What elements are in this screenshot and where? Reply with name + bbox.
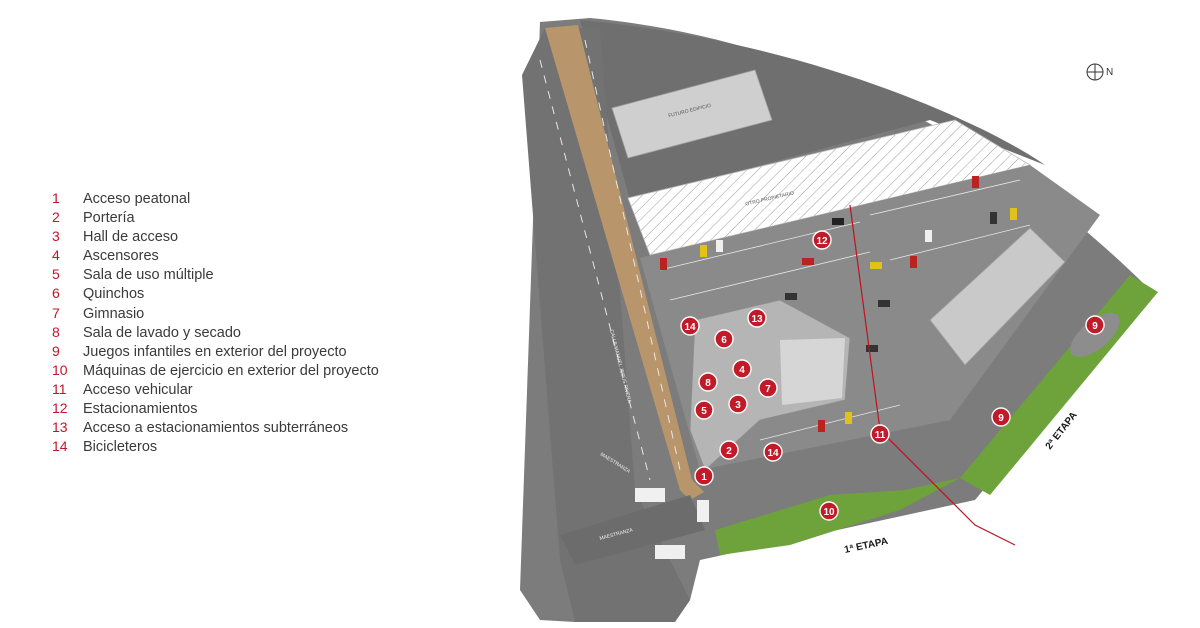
legend-item: 4 Ascensores xyxy=(52,247,379,266)
marker-8: 8 xyxy=(698,372,718,392)
legend: 1 Acceso peatonal 2 Portería 3 Hall de acceso… xyxy=(52,190,379,457)
legend-number: 11 xyxy=(52,380,67,397)
legend-item: 7 Gimnasio xyxy=(52,305,379,324)
marker-14: 14 xyxy=(763,442,783,462)
svg-text:13: 13 xyxy=(751,314,763,325)
legend-number: 7 xyxy=(52,304,60,321)
compass-icon xyxy=(1086,63,1104,81)
marker-2: 2 xyxy=(719,440,739,460)
svg-text:2: 2 xyxy=(726,446,732,457)
marker-14: 14 xyxy=(680,316,700,336)
legend-label: Sala de uso múltiple xyxy=(83,267,214,284)
legend-item: 14 Bicicleteros xyxy=(52,438,379,457)
legend-item: 8 Sala de lavado y secado xyxy=(52,324,379,343)
legend-label: Quinchos xyxy=(83,286,145,303)
legend-number: 13 xyxy=(52,419,68,436)
marker-3: 3 xyxy=(728,394,748,414)
crosswalks xyxy=(635,488,709,559)
parked-cars xyxy=(660,176,1017,432)
marker-1: 1 xyxy=(694,466,714,486)
legend-number: 2 xyxy=(52,209,60,226)
legend-label: Gimnasio xyxy=(83,305,145,322)
cross-street xyxy=(560,495,705,565)
svg-text:8: 8 xyxy=(705,378,711,389)
legend-item: 3 Hall de acceso xyxy=(52,228,379,247)
legend-item: 6 Quinchos xyxy=(52,285,379,304)
svg-text:4: 4 xyxy=(739,365,745,376)
legend-label: Acceso a estacionamientos subterráneos xyxy=(83,420,349,437)
building-right xyxy=(929,227,1066,366)
legend-label: Bicicleteros xyxy=(83,439,158,456)
legend-number: 12 xyxy=(52,400,68,417)
legend-label: Máquinas de ejercicio en exterior del pr… xyxy=(83,362,379,379)
compass-letter: N xyxy=(1106,66,1114,78)
legend-number: 14 xyxy=(52,438,68,455)
legend-label: Juegos infantiles en exterior del proyec… xyxy=(83,343,347,360)
legend-label: Ascensores xyxy=(83,248,159,265)
marker-6: 6 xyxy=(714,329,734,349)
legend-item: 11 Acceso vehicular xyxy=(52,381,379,400)
legend-number: 3 xyxy=(52,228,60,245)
future-building xyxy=(611,69,773,159)
legend-label: Portería xyxy=(83,210,135,227)
legend-label: Acceso peatonal xyxy=(83,191,191,207)
top-asphalt xyxy=(580,20,1045,200)
legend-number: 6 xyxy=(52,285,60,302)
marker-11: 11 xyxy=(870,424,890,444)
legend-item: 1 Acceso peatonal xyxy=(52,190,379,209)
legend-item: 10 Máquinas de ejercicio en exterior del … xyxy=(52,362,379,381)
legend-number: 1 xyxy=(52,190,60,206)
svg-text:6: 6 xyxy=(721,335,727,346)
svg-text:11: 11 xyxy=(875,430,886,441)
svg-text:9: 9 xyxy=(998,413,1004,424)
svg-text:3: 3 xyxy=(735,400,741,411)
svg-text:5: 5 xyxy=(701,406,707,417)
amenity-roof xyxy=(780,338,845,405)
legend-number: 5 xyxy=(52,266,60,283)
north-compass: N xyxy=(1085,62,1113,82)
svg-text:14: 14 xyxy=(767,448,779,459)
marker-9: 9 xyxy=(1085,315,1105,335)
legend-label: Hall de acceso xyxy=(83,229,179,246)
legend-number: 8 xyxy=(52,323,60,340)
marker-10: 10 xyxy=(819,501,839,521)
legend-item: 9 Juegos infantiles en exterior del proye… xyxy=(52,343,379,362)
legend-item: 12 Estacionamientos xyxy=(52,400,379,419)
label-stage-1: 1ª ETAPA xyxy=(843,536,889,556)
legend-item: 13 Acceso a estacionamientos subterráneos xyxy=(52,419,379,438)
marker-7: 7 xyxy=(758,378,778,398)
main-street xyxy=(522,28,690,622)
sidewalk-strip xyxy=(545,25,704,500)
legend-label: Acceso vehicular xyxy=(83,381,193,398)
legend-number: 10 xyxy=(52,361,68,378)
legend-label: Sala de lavado y secado xyxy=(83,324,241,341)
boundary-line xyxy=(849,204,1016,546)
parking-stalls xyxy=(659,179,1031,441)
legend-item: 5 Sala de uso múltiple xyxy=(52,266,379,285)
garden-bottom xyxy=(715,478,960,555)
svg-text:7: 7 xyxy=(765,384,771,395)
svg-text:10: 10 xyxy=(823,507,835,518)
legend-item: 2 Portería xyxy=(52,209,379,228)
svg-text:12: 12 xyxy=(816,236,828,247)
legend-label: Estacionamientos xyxy=(83,401,198,418)
marker-4: 4 xyxy=(732,359,752,379)
marker-12: 12 xyxy=(812,230,832,250)
playground xyxy=(1070,312,1120,358)
marker-5: 5 xyxy=(694,400,714,420)
legend-number: 4 xyxy=(52,247,60,264)
legend-number: 9 xyxy=(52,342,60,359)
svg-text:9: 9 xyxy=(1092,321,1098,332)
svg-text:1: 1 xyxy=(701,472,707,483)
marker-13: 13 xyxy=(747,308,767,328)
svg-text:14: 14 xyxy=(684,322,696,333)
marker-9: 9 xyxy=(991,407,1011,427)
